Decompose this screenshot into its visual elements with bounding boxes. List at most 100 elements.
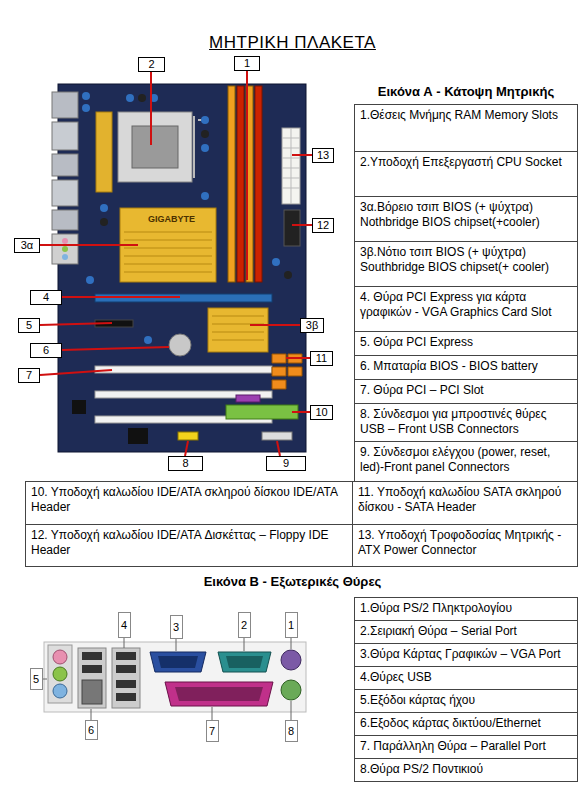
audio-jack [53, 650, 67, 664]
cell-text: 3.Θύρα Κάρτας Γραφικών – VGA Port [360, 647, 572, 662]
ps2-keyboard-port [281, 650, 301, 670]
legend-table-cell: 5. Θύρα PCI Express [354, 331, 578, 356]
capacitor [82, 104, 90, 112]
port-list-cell: 2.Σειριακή Θύρα – Serial Port [354, 620, 578, 644]
parallel-pins [175, 687, 263, 701]
front-panel-header [262, 432, 292, 440]
callout-box: 2 [238, 612, 251, 638]
callout-number: 7 [26, 370, 32, 381]
callout-number: 10 [315, 407, 327, 418]
legend-table-cell: 2.Υποδοχή Επεξεργαστή CPU Socket [354, 151, 578, 197]
sata-ports [272, 354, 302, 389]
cell-text: 9. Σύνδεσμοι ελέγχου (power, reset, led)… [360, 445, 572, 475]
brand-logo: GIGABYTE [148, 214, 212, 224]
legend-table-cell: 9. Σύνδεσμοι ελέγχου (power, reset, led)… [354, 441, 578, 482]
motherboard-pcb [58, 84, 306, 452]
port-list-cell: 7. Παράλληλη Θύρα – Parallel Port [354, 735, 578, 759]
title-text: ΜΗΤΡΙΚΗ ΠΛΑΚΕΤΑ [209, 33, 376, 52]
usb-port [116, 652, 136, 701]
heatsink-fins [212, 316, 264, 340]
ram-slot [255, 86, 262, 282]
callout-number: 2 [241, 620, 247, 631]
callout-number: 8 [288, 726, 294, 737]
cell-text: 5. Θύρα PCI Express [360, 335, 572, 350]
callout-number: 4 [121, 620, 127, 631]
cell-text: 12. Υποδοχή καλωδίου IDE/ATA Δισκέττας –… [31, 528, 347, 558]
label-text: GIGABYTE [148, 214, 195, 224]
callout-box: 7 [206, 720, 219, 742]
usb-block [112, 648, 140, 708]
callout-box: 9 [266, 456, 306, 471]
rear-io-port [52, 210, 78, 230]
ethernet-port [82, 680, 102, 704]
callout-box: 12 [312, 218, 334, 233]
callout-number: 11 [316, 353, 327, 364]
capacitor [201, 192, 209, 200]
audio-jack [62, 246, 68, 252]
legend-table-cell: 11. Υποδοχή καλωδίου SATA σκληρού δίσκου… [352, 481, 578, 525]
cell-text: 4. Θύρα PCI Express για κάρτα γραφικών -… [360, 290, 572, 320]
callout-number: 4 [43, 292, 49, 303]
callout-box: 8 [168, 456, 203, 471]
legend-table-cell: 8. Σύνδεσμοι για μπροστινές θύρες USB – … [354, 403, 578, 442]
cell-text: 7. Παράλληλη Θύρα – Parallel Port [360, 739, 572, 754]
audio-block [48, 645, 72, 703]
callout-number: 3 [173, 622, 179, 633]
callout-number: 3β [306, 320, 318, 331]
callout-number: 1 [288, 620, 294, 631]
callout-number: 5 [33, 674, 39, 685]
legend-table-cell: 10. Υποδοχή καλωδίου IDE/ATA σκληρού δίσ… [25, 481, 353, 525]
vga-pins [158, 656, 198, 668]
leader-line [246, 71, 248, 280]
cpu-socket-pins [132, 126, 178, 168]
cell-text: 11. Υποδοχή καλωδίου SATA σκληρού δίσκου… [358, 485, 572, 515]
pci-slot [95, 366, 272, 373]
leader-line [277, 441, 280, 456]
label-text: Εικόνα Α - Κάτοψη Μητρικής [378, 84, 554, 99]
cell-text: 3β.Νότιο τσιπ BIOS (+ ψύχτρα) Southbridg… [360, 245, 572, 275]
vrm-heatsink [96, 112, 112, 192]
cell-text: 6.Εξοδος κάρτας δικτύου/Ethernet [360, 716, 572, 731]
legend-table-cell: 7. Θύρα PCI – PCI Slot [354, 379, 578, 404]
atx-power-connector [282, 128, 300, 204]
legend-table-cell: 4. Θύρα PCI Express για κάρτα γραφικών -… [354, 286, 578, 332]
port-list-cell: 6.Εξοδος κάρτας δικτύου/Ethernet [354, 712, 578, 736]
cell-text: 10. Υποδοχή καλωδίου IDE/ATA σκληρού δίσ… [31, 485, 347, 515]
port-list-cell: 5.Εξόδοι κάρτας ήχου [354, 689, 578, 713]
atx-pins [282, 128, 300, 204]
callout-number: 8 [182, 458, 188, 469]
ps2-mouse-port [281, 680, 301, 700]
cpu-socket [118, 112, 192, 182]
label-text: Εικόνα Β - Εξωτερικές Θύρες [204, 574, 382, 589]
leader-line [250, 324, 300, 326]
leader-line [40, 244, 138, 246]
callout-box: 10 [310, 405, 333, 420]
rear-audio-block [52, 234, 78, 264]
capacitor [201, 116, 209, 124]
audio-jack [53, 667, 67, 681]
cell-text: 2.Υποδοχή Επεξεργαστή CPU Socket [360, 155, 572, 170]
cell-text: 5.Εξόδοι κάρτας ήχου [360, 693, 572, 708]
parallel-port [165, 682, 273, 706]
leader-line [150, 72, 152, 145]
rear-io-port [52, 92, 78, 118]
capacitor [82, 92, 90, 100]
callout-number: 2 [148, 59, 154, 70]
legend-table-cell: 1.Θέσεις Μνήμης RAM Memory Slots [354, 104, 578, 152]
callout-number: 5 [26, 320, 32, 331]
callout-box: 4 [30, 290, 62, 305]
leader-line [42, 638, 291, 720]
capacitor [100, 204, 108, 212]
chip [72, 400, 86, 414]
capacitor [126, 94, 134, 102]
cell-text: 3α.Βόρειο τσιπ BIOS (+ ψύχτρα) Nothbridg… [360, 200, 572, 230]
cell-text: 7. Θύρα PCI – PCI Slot [360, 383, 572, 398]
callout-box: 5 [30, 668, 43, 690]
cell-text: 1.Θέσεις Μνήμης RAM Memory Slots [360, 108, 572, 123]
chip [128, 428, 148, 444]
port-list-cell: 3.Θύρα Κάρτας Γραφικών – VGA Port [354, 643, 578, 667]
capacitor [138, 94, 146, 102]
leader-line [62, 347, 169, 350]
capacitor [201, 130, 209, 138]
